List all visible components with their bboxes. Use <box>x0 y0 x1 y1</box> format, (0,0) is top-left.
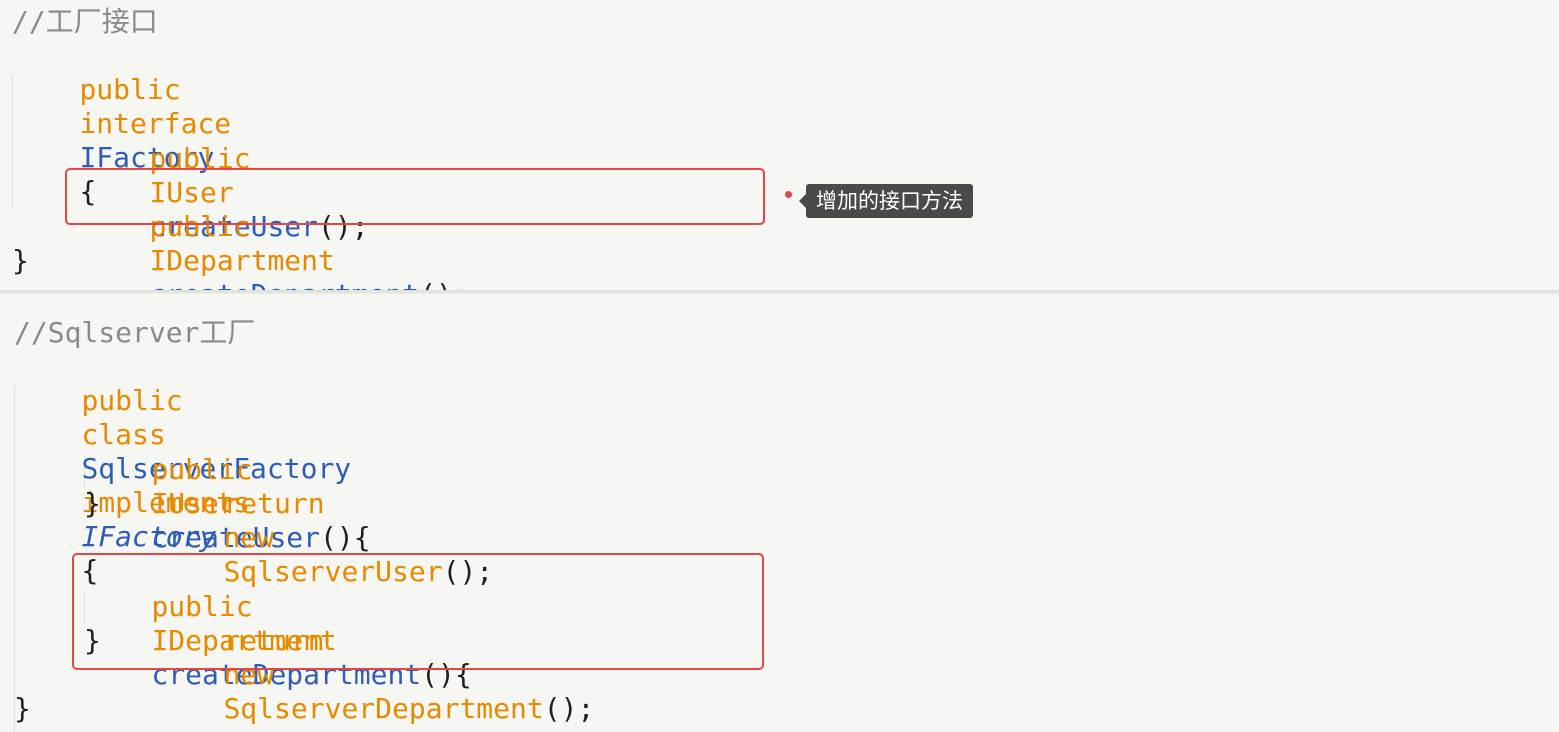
keyword-public: public <box>79 73 181 106</box>
keyword-class: class <box>81 418 166 451</box>
keyword-public: public <box>149 210 251 243</box>
class-code-panel: //Sqlserver工厂 public class SqlserverFact… <box>0 294 1559 732</box>
class-name: SqlserverFactory <box>81 452 352 485</box>
annotation-tooltip: 增加的接口方法 <box>799 184 973 218</box>
return-statement: return new SqlserverDepartment(); <box>156 590 594 725</box>
keyword-public: public <box>151 453 253 486</box>
keyword-implements: implements <box>81 486 251 519</box>
keyword-return: return <box>223 624 325 657</box>
return-tail: (); <box>442 555 494 588</box>
class-comment: //Sqlserver工厂 <box>14 316 256 349</box>
keyword-return: return <box>223 487 325 520</box>
indent-guide <box>12 76 13 210</box>
panel-divider <box>0 290 1559 294</box>
annotation-marker <box>785 191 792 198</box>
open-brace: { <box>81 554 99 587</box>
return-type: IDepartment <box>149 244 335 277</box>
method-create-user: public IUser createUser(); <box>82 108 368 243</box>
closing-brace: } <box>14 692 31 725</box>
return-tail: (); <box>543 692 595 725</box>
closing-brace: } <box>12 244 29 277</box>
interface-declaration: public interface IFactory { <box>12 39 231 208</box>
constructed-type: SqlserverDepartment <box>223 692 544 725</box>
indent-guide <box>84 590 85 624</box>
keyword-new: new <box>223 521 275 554</box>
keyword-interface: interface <box>79 107 232 140</box>
method-name: createUser <box>149 210 319 243</box>
class-declaration: public class SqlserverFactory implements… <box>14 350 351 587</box>
indent-guide <box>84 454 85 488</box>
interface-code-panel: //工厂接口 public interface IFactory { publi… <box>0 0 1559 311</box>
return-type: IUser <box>149 176 234 209</box>
return-type: IDepartment <box>151 624 337 657</box>
method-tail: (); <box>318 210 369 243</box>
keyword-public: public <box>151 590 253 623</box>
keyword-public: public <box>81 384 183 417</box>
method-tail: (){ <box>320 521 371 554</box>
method-create-user: public IUser createUser(){ <box>84 419 370 554</box>
interface-comment: //工厂接口 <box>12 5 158 38</box>
added-method-highlight <box>72 553 764 670</box>
method-name: createDepartment <box>151 658 422 691</box>
open-brace: { <box>79 175 97 208</box>
method-close-brace: } <box>84 624 101 657</box>
method-create-department: public IDepartment createDepartment(){ <box>84 556 471 691</box>
implemented-interface: IFactory <box>81 520 217 553</box>
added-method-highlight <box>65 168 765 225</box>
method-name: createUser <box>151 521 321 554</box>
method-close-brace: } <box>84 487 101 520</box>
method-tail: (){ <box>421 658 472 691</box>
indent-guide <box>14 386 15 732</box>
return-statement: return new SqlserverUser(); <box>156 453 493 588</box>
keyword-new: new <box>223 658 275 691</box>
return-type: IUser <box>151 487 236 520</box>
constructed-type: SqlserverUser <box>223 555 443 588</box>
